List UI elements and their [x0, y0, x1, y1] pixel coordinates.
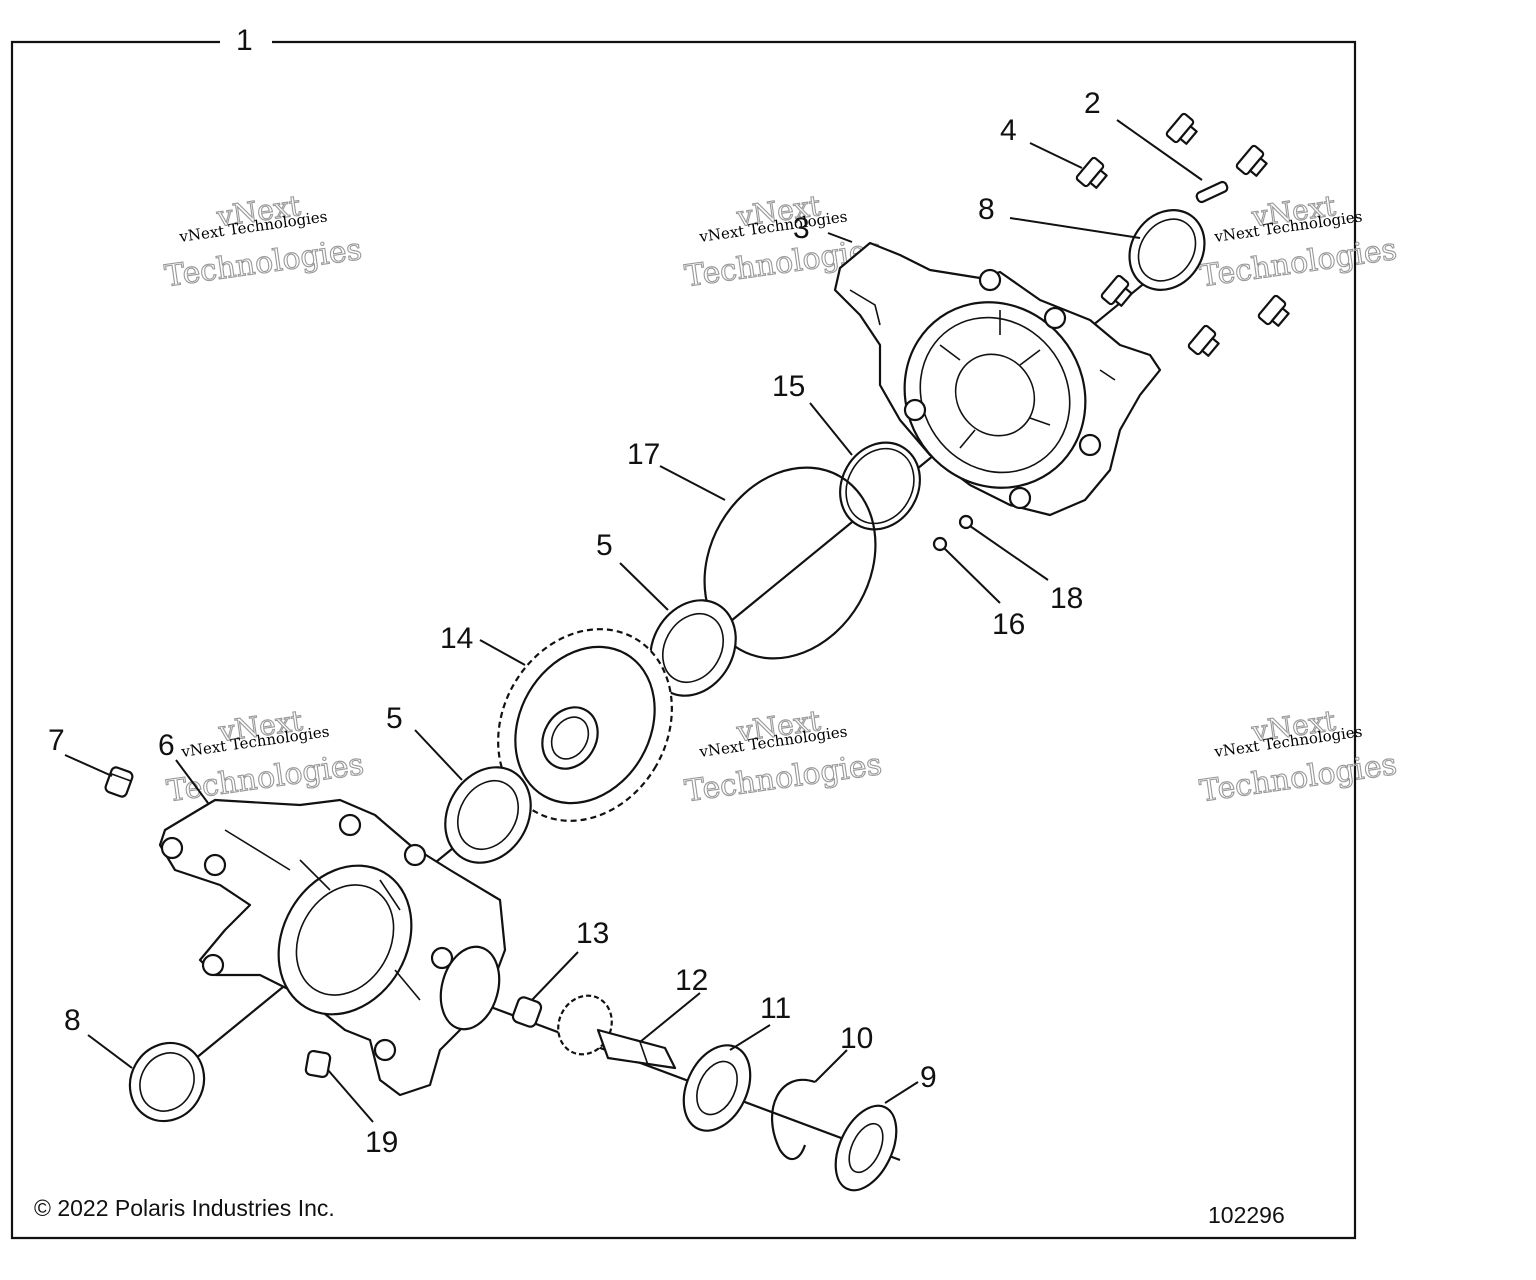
part-15-oring — [839, 441, 921, 531]
watermark-4: vNext vNext Technologies Technologies — [164, 703, 367, 809]
callout-17: 17 — [627, 438, 660, 471]
watermark-5: vNext vNext Technologies Technologies — [682, 703, 885, 809]
watermark-6: vNext vNext Technologies Technologies — [1197, 703, 1400, 809]
callout-18: 18 — [1050, 582, 1083, 615]
part-7-vent — [104, 766, 134, 798]
callout-5-upper: 5 — [596, 529, 613, 562]
callout-16: 16 — [992, 608, 1025, 641]
leader-lines — [64, 119, 1203, 1123]
watermarks: vNext vNext Technologies Technologies vN… — [162, 188, 1400, 809]
part-13-needle-bearing — [511, 996, 543, 1028]
callout-11: 11 — [760, 992, 791, 1025]
callout-4: 4 — [1000, 114, 1017, 147]
part-17-oring — [703, 466, 877, 660]
part-18-washer — [958, 514, 974, 530]
callout-9: 9 — [920, 1061, 937, 1094]
callout-14: 14 — [440, 622, 473, 655]
copyright: © 2022 Polaris Industries Inc. — [34, 1195, 335, 1221]
part-6-housing — [158, 798, 507, 1097]
footer: © 2022 Polaris Industries Inc. 102296 — [34, 1195, 1285, 1228]
part-2-pin — [1195, 180, 1229, 204]
figure-number: 102296 — [1208, 1202, 1285, 1228]
part-9-cup — [834, 1104, 898, 1192]
callout-8-lower: 8 — [64, 1004, 81, 1037]
callout-7: 7 — [48, 724, 65, 757]
callout-2: 2 — [1084, 87, 1101, 120]
part-12-pinion — [557, 994, 677, 1070]
frame — [10, 40, 1357, 1240]
part-5-bearing-lower — [444, 766, 532, 864]
callout-13: 13 — [576, 917, 609, 950]
part-3-cover — [833, 241, 1162, 517]
callout-12: 12 — [675, 964, 708, 997]
callout-6: 6 — [158, 729, 175, 762]
part-16-plug — [932, 536, 948, 552]
callout-10: 10 — [840, 1022, 873, 1055]
part-11-bearing — [682, 1044, 752, 1132]
part-19-plug — [304, 1049, 332, 1079]
callout-1: 1 — [236, 24, 253, 57]
callout-15: 15 — [772, 370, 805, 403]
watermark-3: vNext vNext Technologies Technologies — [1197, 188, 1400, 294]
part-8-seal-upper — [1128, 209, 1206, 291]
callout-8-upper: 8 — [978, 193, 995, 226]
watermark-1: vNext vNext Technologies Technologies — [162, 188, 365, 294]
callout-19: 19 — [365, 1126, 398, 1159]
part-8-seal-lower — [128, 1041, 206, 1123]
callout-3: 3 — [793, 212, 810, 245]
part-14-ring-gear — [497, 628, 673, 822]
part-4-bolts — [1075, 112, 1290, 357]
part-10-snap-ring — [771, 1078, 816, 1161]
callout-5-lower: 5 — [386, 702, 403, 735]
callouts: 1 2 3 4 5 5 6 7 8 8 9 10 11 12 13 14 15 … — [48, 24, 1101, 1159]
